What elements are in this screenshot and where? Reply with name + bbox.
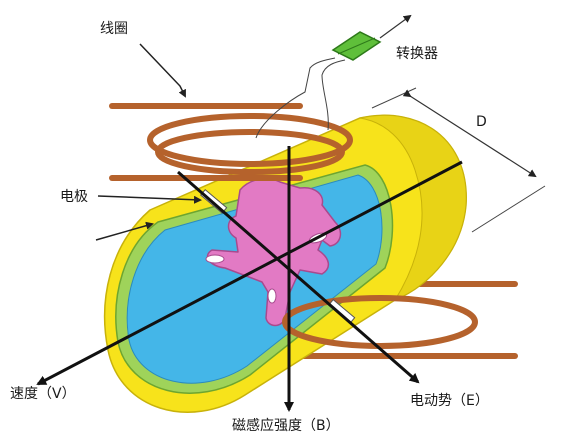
electrode-label: 电极: [60, 189, 88, 205]
diameter-label: D: [476, 114, 487, 130]
emf-label: 电动势（E）: [410, 393, 489, 409]
converter-label: 转换器: [396, 45, 438, 62]
magnetic-field-label: 磁感应强度（B）: [232, 417, 340, 434]
velocity-label: 速度（V）: [10, 386, 76, 402]
coil-label: 线圈: [100, 21, 128, 37]
